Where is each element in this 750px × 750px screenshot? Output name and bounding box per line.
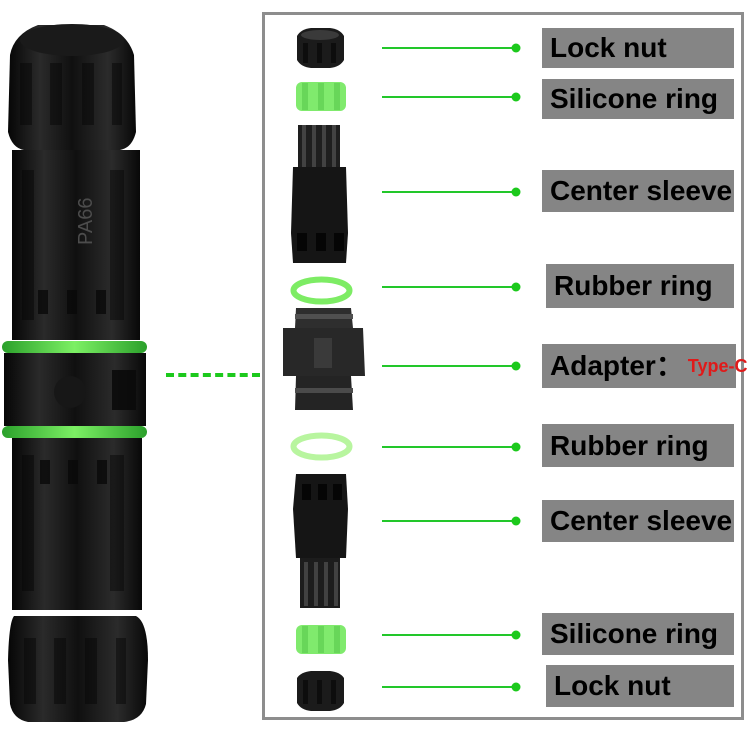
guide-line-center-sleeve-bottom <box>382 520 514 522</box>
label-silicone-ring-top-text: Silicone ring <box>550 83 719 114</box>
guide-line-silicone-ring-top <box>382 96 514 98</box>
lower-green-band <box>2 426 147 438</box>
upper-green-band <box>2 341 147 353</box>
silicone-ring-top-image <box>296 82 346 111</box>
label-center-sleeve-bottom-text: Center sleeve <box>550 505 733 536</box>
label-center-sleeve-top: Center sleeve <box>542 170 734 212</box>
guide-line-rubber-ring-bottom <box>382 446 514 448</box>
lock-nut-top-image <box>297 28 344 68</box>
guide-dot-lock-nut-bottom <box>511 682 521 692</box>
label-rubber-ring-top-text: Rubber ring <box>554 270 713 301</box>
guide-dot-center-sleeve-bottom <box>511 516 521 526</box>
label-rubber-ring-top: Rubber ring <box>546 264 734 308</box>
rubber-ring-top-image <box>290 276 353 305</box>
rubber-ring-bottom-image <box>290 432 353 461</box>
adapter-image <box>283 308 365 410</box>
center-sleeve-top-image <box>291 125 348 263</box>
guide-dot-rubber-ring-top <box>511 282 521 292</box>
assembled-connector-image: PA66 <box>2 24 148 722</box>
center-sleeve-bottom-image <box>293 474 348 608</box>
label-center-sleeve-top-text: Center sleeve <box>550 175 733 206</box>
label-rubber-ring-bottom: Rubber ring <box>542 424 734 467</box>
label-center-sleeve-bottom: Center sleeve <box>542 500 734 542</box>
label-silicone-ring-top: Silicone ring <box>542 79 734 119</box>
product-mark-label: PA66 <box>75 198 97 245</box>
label-adapter-type: Type-C <box>687 356 748 376</box>
silicone-ring-bottom-image <box>296 625 346 654</box>
guide-line-lock-nut-top <box>382 47 514 49</box>
guide-line-rubber-ring-top <box>382 286 514 288</box>
guide-line-center-sleeve-top <box>382 191 514 193</box>
label-rubber-ring-bottom-text: Rubber ring <box>550 429 709 461</box>
center-adapter-body <box>4 353 146 426</box>
lower-sleeve <box>12 438 142 610</box>
guide-dot-rubber-ring-bottom <box>511 442 521 452</box>
guide-line-adapter <box>382 365 514 367</box>
bottom-cap <box>8 616 148 722</box>
guide-dot-silicone-ring-bottom <box>511 630 521 640</box>
guide-dot-center-sleeve-top <box>511 187 521 197</box>
label-lock-nut-top-text: Lock nut <box>550 32 667 63</box>
lock-nut-bottom-image <box>297 671 344 711</box>
label-adapter-text: Adapter： <box>550 350 684 381</box>
callout-dashed-line <box>166 373 260 377</box>
label-lock-nut-bottom-text: Lock nut <box>554 670 671 701</box>
guide-dot-adapter <box>511 361 521 371</box>
top-cap <box>8 24 136 150</box>
label-lock-nut-bottom: Lock nut <box>546 665 734 707</box>
guide-line-silicone-ring-bottom <box>382 634 514 636</box>
guide-dot-lock-nut-top <box>511 43 521 53</box>
label-lock-nut-top: Lock nut <box>542 28 734 68</box>
guide-line-lock-nut-bottom <box>382 686 514 688</box>
guide-dot-silicone-ring-top <box>511 92 521 102</box>
label-adapter: Adapter： Type-C <box>542 344 747 388</box>
upper-sleeve: PA66 <box>12 150 140 340</box>
label-silicone-ring-bottom-text: Silicone ring <box>550 618 719 649</box>
label-silicone-ring-bottom: Silicone ring <box>542 613 734 655</box>
